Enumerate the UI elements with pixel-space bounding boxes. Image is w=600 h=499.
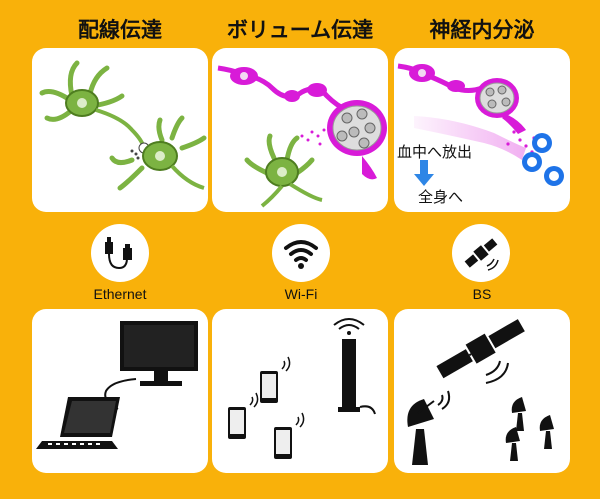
panel-wifi-devices (212, 309, 388, 473)
panel-neuroendocrine: 血中へ放出 全身へ (394, 48, 570, 212)
bloodstream-flow (414, 116, 526, 160)
satellite-dish-icon (505, 427, 520, 461)
monitor-icon (120, 321, 198, 386)
wifi-router-icon (333, 318, 376, 415)
label-ethernet: Ethernet (93, 286, 147, 302)
smartphone-icon (260, 356, 291, 403)
label-bs: BS (472, 286, 492, 302)
receptor-cell-icon (522, 133, 564, 186)
volume-neuron-icon (217, 65, 387, 180)
panel-wired-neurons (32, 48, 208, 212)
satellite-icon (452, 224, 510, 282)
title-neuroendocrine: 神経内分泌 (429, 18, 535, 42)
ethernet-cable-icon (91, 224, 149, 282)
smartphone-icon (228, 392, 259, 439)
neuron-icon (39, 60, 146, 149)
neuron-icon (109, 115, 207, 191)
to-whole-body-label: 全身へ (418, 188, 464, 206)
panel-ethernet-devices (32, 309, 208, 473)
panel-bs-devices (394, 309, 570, 473)
label-wifi: Wi-Fi (284, 286, 318, 302)
down-arrow-icon (414, 160, 434, 186)
released-molecules (300, 128, 326, 146)
neuron-icon (244, 133, 323, 208)
satellite-dish-icon (539, 415, 554, 449)
title-volume-transmission: ボリューム伝達 (226, 18, 374, 42)
release-into-blood-label: 血中へ放出 (397, 143, 473, 161)
laptop-icon (36, 397, 120, 449)
satellite-dish-icon (511, 397, 526, 431)
neuroendocrine-neuron-icon (397, 63, 526, 134)
title-wired-transmission: 配線伝達 (78, 18, 162, 42)
satellite-dish-icon (407, 390, 451, 465)
satellite-icon (436, 319, 525, 379)
wifi-icon (272, 224, 330, 282)
smartphone-icon (274, 412, 305, 459)
panel-volume-transmission (212, 48, 388, 212)
